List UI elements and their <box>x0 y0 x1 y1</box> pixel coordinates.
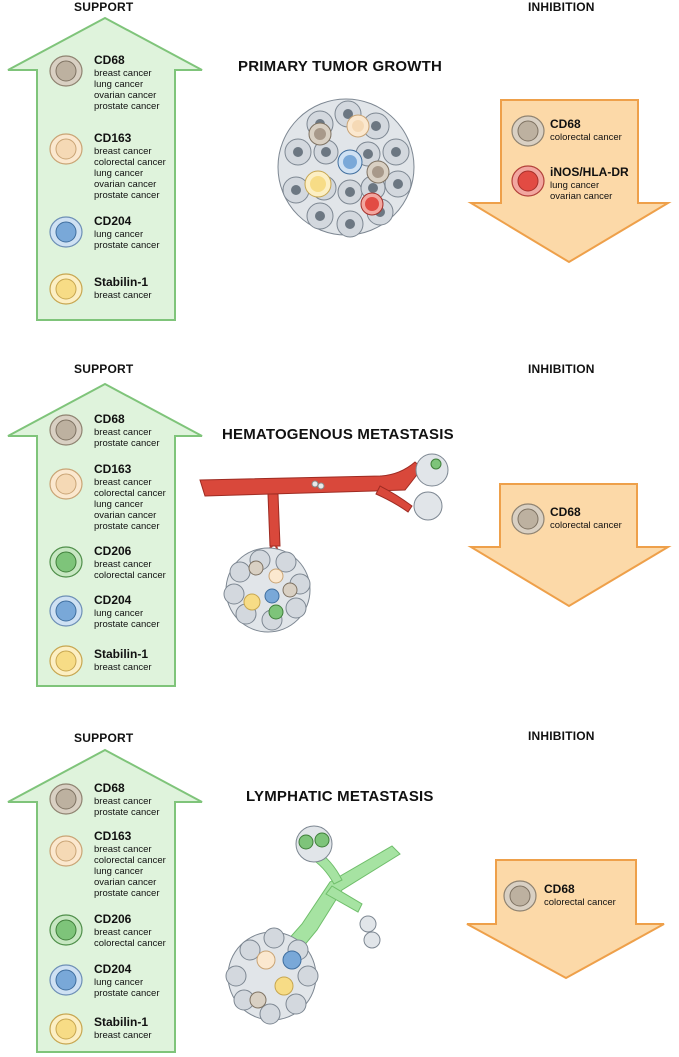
cancer-type: ovarian cancer <box>550 191 613 202</box>
cancer-type: prostate cancer <box>94 190 160 201</box>
cancer-type: breast cancer <box>94 559 152 570</box>
cd163-cell-icon <box>49 468 83 500</box>
marker-name: CD163 <box>94 462 132 476</box>
cancer-type: breast cancer <box>94 927 152 938</box>
marker-name: CD163 <box>94 131 132 145</box>
cancer-type: prostate cancer <box>94 438 160 449</box>
cancer-type: lung cancer <box>94 229 144 240</box>
cancer-type: colorectal cancer <box>550 520 622 531</box>
cancer-type: ovarian cancer <box>94 179 157 190</box>
stabilin-cell-icon <box>49 645 83 677</box>
cancer-type: colorectal cancer <box>544 897 616 908</box>
inos-cell-icon <box>511 165 545 197</box>
inhibition-label: INHIBITION <box>528 729 595 743</box>
marker-name: CD68 <box>94 53 125 67</box>
cancer-type: prostate cancer <box>94 619 160 630</box>
stabilin-cell-icon <box>49 1013 83 1045</box>
support-label: SUPPORT <box>74 731 134 745</box>
cd68-cell-icon <box>511 115 545 147</box>
cancer-type: lung cancer <box>94 866 144 877</box>
cancer-type: prostate cancer <box>94 807 160 818</box>
marker-name: CD204 <box>94 962 132 976</box>
cancer-type: ovarian cancer <box>94 90 157 101</box>
cancer-type: colorectal cancer <box>94 157 166 168</box>
cancer-type: colorectal cancer <box>94 570 166 581</box>
marker-name: CD68 <box>94 781 125 795</box>
primary-tumor-illustration <box>277 98 415 238</box>
support-label: SUPPORT <box>74 0 134 14</box>
cancer-type: breast cancer <box>94 844 152 855</box>
panel-title: LYMPHATIC METASTASIS <box>246 788 434 805</box>
panel-hematogenous-metastasis: SUPPORT INHIBITION HEMATOGENOUS METASTAS… <box>0 360 679 700</box>
support-label: SUPPORT <box>74 362 134 376</box>
cd68-cell-icon <box>503 880 537 912</box>
cd204-cell-icon <box>49 964 83 996</box>
marker-name: CD206 <box>94 544 132 558</box>
cancer-type: prostate cancer <box>94 101 160 112</box>
panel-primary-tumor-growth: SUPPORT INHIBITION PRIMARY TUMOR GROWTH … <box>0 0 679 340</box>
cd206-cell-icon <box>49 914 83 946</box>
panel-title: PRIMARY TUMOR GROWTH <box>238 58 442 75</box>
marker-name: CD204 <box>94 214 132 228</box>
inhibition-label: INHIBITION <box>528 362 595 376</box>
cancer-type: ovarian cancer <box>94 510 157 521</box>
cancer-type: colorectal cancer <box>550 132 622 143</box>
cd68-cell-icon <box>49 783 83 815</box>
marker-name: iNOS/HLA-DR <box>550 165 629 179</box>
inhibition-label: INHIBITION <box>528 0 595 14</box>
cancer-type: breast cancer <box>94 1030 152 1041</box>
cancer-type: lung cancer <box>94 168 144 179</box>
marker-name: CD68 <box>550 505 581 519</box>
cancer-type: colorectal cancer <box>94 938 166 949</box>
cd204-cell-icon <box>49 595 83 627</box>
cancer-type: lung cancer <box>94 977 144 988</box>
marker-name: Stabilin-1 <box>94 647 149 661</box>
cancer-type: lung cancer <box>94 499 144 510</box>
cancer-type: colorectal cancer <box>94 855 166 866</box>
cancer-type: breast cancer <box>94 427 152 438</box>
marker-name: CD68 <box>550 117 581 131</box>
cancer-type: prostate cancer <box>94 988 160 999</box>
cancer-type: lung cancer <box>94 608 144 619</box>
cd163-cell-icon <box>49 133 83 165</box>
cd68-cell-icon <box>49 55 83 87</box>
marker-name: Stabilin-1 <box>94 1015 149 1029</box>
cancer-type: breast cancer <box>94 662 152 673</box>
cancer-type: lung cancer <box>94 79 144 90</box>
cancer-type: breast cancer <box>94 290 152 301</box>
marker-name: CD163 <box>94 829 132 843</box>
marker-name: Stabilin-1 <box>94 275 149 289</box>
marker-name: CD68 <box>94 412 125 426</box>
cancer-type: breast cancer <box>94 146 152 157</box>
cancer-type: prostate cancer <box>94 888 160 899</box>
stabilin-cell-icon <box>49 273 83 305</box>
marker-name: CD68 <box>544 882 575 896</box>
cancer-type: prostate cancer <box>94 240 160 251</box>
lymphatic-metastasis-illustration <box>225 825 401 1025</box>
panel-title: HEMATOGENOUS METASTASIS <box>222 426 454 443</box>
cd204-cell-icon <box>49 216 83 248</box>
marker-name: CD204 <box>94 593 132 607</box>
cd163-cell-icon <box>49 835 83 867</box>
cd206-cell-icon <box>49 546 83 578</box>
cancer-type: breast cancer <box>94 68 152 79</box>
hematogenous-metastasis-illustration <box>199 453 449 633</box>
cd68-cell-icon <box>511 503 545 535</box>
cancer-type: colorectal cancer <box>94 488 166 499</box>
marker-name: CD206 <box>94 912 132 926</box>
cancer-type: prostate cancer <box>94 521 160 532</box>
cancer-type: breast cancer <box>94 477 152 488</box>
cancer-type: lung cancer <box>550 180 600 191</box>
cancer-type: ovarian cancer <box>94 877 157 888</box>
cd68-cell-icon <box>49 414 83 446</box>
panel-lymphatic-metastasis: SUPPORT INHIBITION LYMPHATIC METASTASIS … <box>0 728 679 1057</box>
cancer-type: breast cancer <box>94 796 152 807</box>
